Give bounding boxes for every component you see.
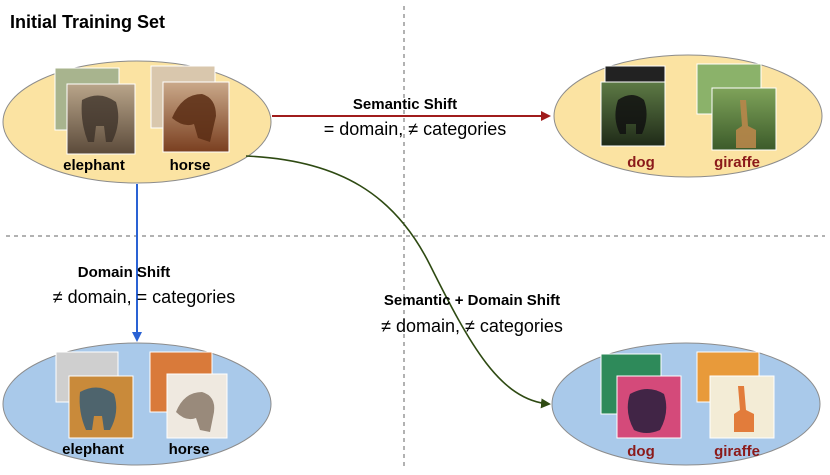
cluster-semantic-domain-shift: dog giraffe	[551, 342, 821, 466]
label-elephant: elephant	[62, 441, 124, 458]
cluster-ellipse	[2, 60, 272, 184]
dog-photo-thumbnails	[600, 65, 666, 147]
semantic-domain-shift-arrow	[245, 155, 551, 409]
semantic-domain-shift-title: Semantic + Domain Shift	[384, 292, 560, 309]
label-dog: dog	[627, 443, 655, 460]
domain-shift-title: Domain Shift	[78, 264, 171, 281]
label-giraffe: giraffe	[714, 154, 760, 171]
elephant-photo-thumbnails	[54, 67, 136, 155]
semantic-domain-shift-description: ≠ domain, ≠ categories	[381, 316, 563, 336]
dog-painting-thumbnails	[600, 353, 682, 439]
label-giraffe: giraffe	[714, 443, 760, 460]
semantic-shift-description: = domain, ≠ categories	[324, 119, 506, 139]
cluster-ellipse	[2, 342, 272, 466]
elephant-painting-thumbnails	[55, 351, 134, 439]
label-elephant: elephant	[63, 157, 125, 174]
semantic-shift-title: Semantic Shift	[353, 96, 457, 113]
horse-photo-thumbnails	[150, 65, 230, 153]
domain-shift-description: ≠ domain, = categories	[53, 287, 235, 307]
horse-painting-thumbnails	[149, 351, 228, 439]
diagram-title: Initial Training Set	[10, 12, 165, 32]
cluster-semantic-shift: dog giraffe	[553, 54, 823, 178]
cluster-ellipse	[553, 54, 823, 178]
giraffe-painting-thumbnails	[696, 351, 775, 439]
cluster-domain-shift: elephant horse	[2, 342, 272, 466]
label-horse: horse	[170, 157, 211, 174]
label-horse: horse	[169, 441, 210, 458]
giraffe-photo-thumbnails	[696, 63, 777, 151]
label-dog: dog	[627, 154, 655, 171]
cluster-initial-training-set: elephant horse	[2, 60, 272, 184]
cluster-ellipse	[551, 342, 821, 466]
